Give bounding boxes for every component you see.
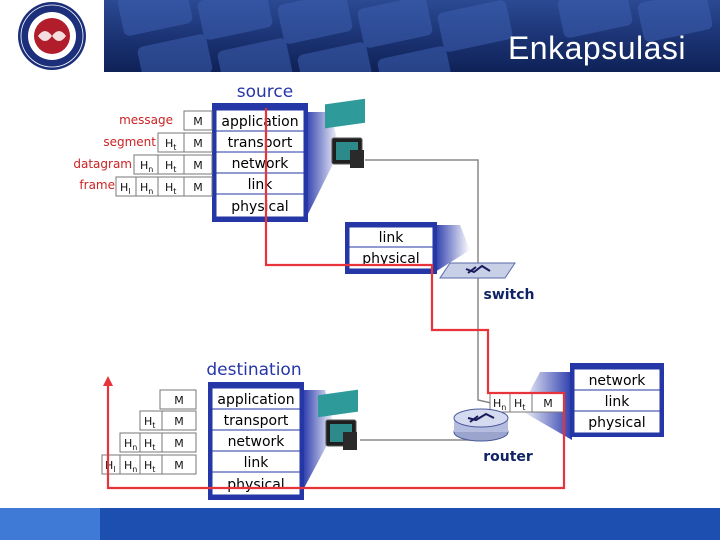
svg-text:physical: physical — [227, 477, 284, 493]
svg-text:physical: physical — [588, 415, 645, 431]
svg-text:Hn: Hn — [124, 437, 137, 452]
svg-text:M: M — [174, 459, 184, 472]
router-layer-network: network — [573, 368, 661, 391]
svg-text:Ht: Ht — [165, 181, 176, 196]
svg-text:Hn: Hn — [140, 181, 153, 196]
svg-text:network: network — [228, 434, 286, 450]
svg-text:Ht: Ht — [144, 415, 155, 430]
svg-text:Hn: Hn — [124, 459, 137, 474]
pdu-segment-label: segment — [103, 135, 156, 149]
router-icon: router — [453, 408, 533, 465]
source-pdus: message segment datagram frame M M M M H… — [73, 110, 213, 197]
footer-bar — [0, 508, 720, 540]
destination-label: destination — [206, 360, 301, 380]
switch-label: switch — [483, 287, 534, 303]
switch-layer-link: link — [348, 226, 434, 248]
destination-layer-network: network — [211, 429, 301, 452]
svg-text:physical: physical — [362, 251, 419, 267]
svg-text:link: link — [244, 455, 270, 471]
keyboard-background — [117, 0, 713, 72]
router-label: router — [483, 449, 533, 465]
source-layer-transport: transport — [215, 130, 305, 153]
svg-text:link: link — [379, 230, 405, 246]
pdu-datagram-label: datagram — [73, 157, 132, 171]
svg-text:M: M — [174, 394, 184, 407]
svg-text:application: application — [221, 114, 298, 130]
svg-text:transport: transport — [228, 135, 293, 151]
source-layer-physical: physical — [215, 193, 305, 218]
destination-layer-physical: physical — [211, 471, 301, 496]
destination-layer-transport: transport — [211, 408, 301, 431]
header-bar: Enkapsulasi — [0, 0, 720, 72]
svg-text:M: M — [193, 137, 203, 150]
svg-text:network: network — [232, 156, 290, 172]
slide-title: Enkapsulasi — [507, 30, 686, 66]
svg-text:Hl: Hl — [120, 181, 131, 196]
pdu-message-label: message — [119, 113, 173, 127]
destination-computer-icon — [318, 389, 358, 450]
svg-text:transport: transport — [224, 413, 289, 429]
source-layer-network: network — [215, 151, 305, 174]
router-layer-link: link — [573, 389, 661, 412]
data-path — [106, 108, 566, 490]
svg-text:M: M — [193, 181, 203, 194]
footer-accent — [0, 508, 100, 540]
switch-icon: switch — [439, 262, 535, 303]
svg-text:link: link — [605, 394, 631, 410]
svg-text:Ht: Ht — [165, 159, 176, 174]
svg-text:Ht: Ht — [514, 397, 525, 412]
destination-stack: application transport network link physi… — [206, 360, 335, 500]
svg-text:Ht: Ht — [144, 459, 155, 474]
destination-layer-link: link — [211, 450, 301, 473]
svg-text:application: application — [217, 392, 294, 408]
svg-text:physical: physical — [231, 199, 288, 215]
svg-text:Hn: Hn — [493, 397, 506, 412]
source-layer-application: application — [215, 109, 305, 132]
svg-text:network: network — [589, 373, 647, 389]
svg-text:M: M — [193, 115, 203, 128]
svg-text:Ht: Ht — [165, 137, 176, 152]
svg-text:link: link — [248, 177, 274, 193]
source-computer-icon — [325, 98, 365, 168]
destination-pdus: M M M M Ht Ht Ht Hn Hn Hl — [101, 389, 197, 475]
data-path-arrowhead — [103, 376, 113, 386]
svg-text:Hn: Hn — [140, 159, 153, 174]
source-layer-link: link — [215, 172, 305, 195]
switch-layer-physical: physical — [348, 246, 434, 270]
svg-text:M: M — [174, 437, 184, 450]
network-links — [360, 159, 501, 441]
svg-text:M: M — [174, 415, 184, 428]
switch-stack: link physical — [345, 222, 470, 274]
router-pdus: M Hn Ht — [489, 392, 565, 413]
source-label: source — [237, 82, 293, 102]
university-logo — [0, 0, 104, 72]
pdu-frame-label: frame — [79, 178, 115, 192]
svg-text:M: M — [543, 397, 553, 410]
svg-text:M: M — [193, 159, 203, 172]
destination-layer-application: application — [211, 387, 301, 410]
svg-text:Ht: Ht — [144, 437, 155, 452]
source-stack: application transport network link physi… — [212, 82, 340, 222]
svg-text:Hl: Hl — [105, 459, 116, 474]
router-layer-physical: physical — [573, 410, 661, 434]
